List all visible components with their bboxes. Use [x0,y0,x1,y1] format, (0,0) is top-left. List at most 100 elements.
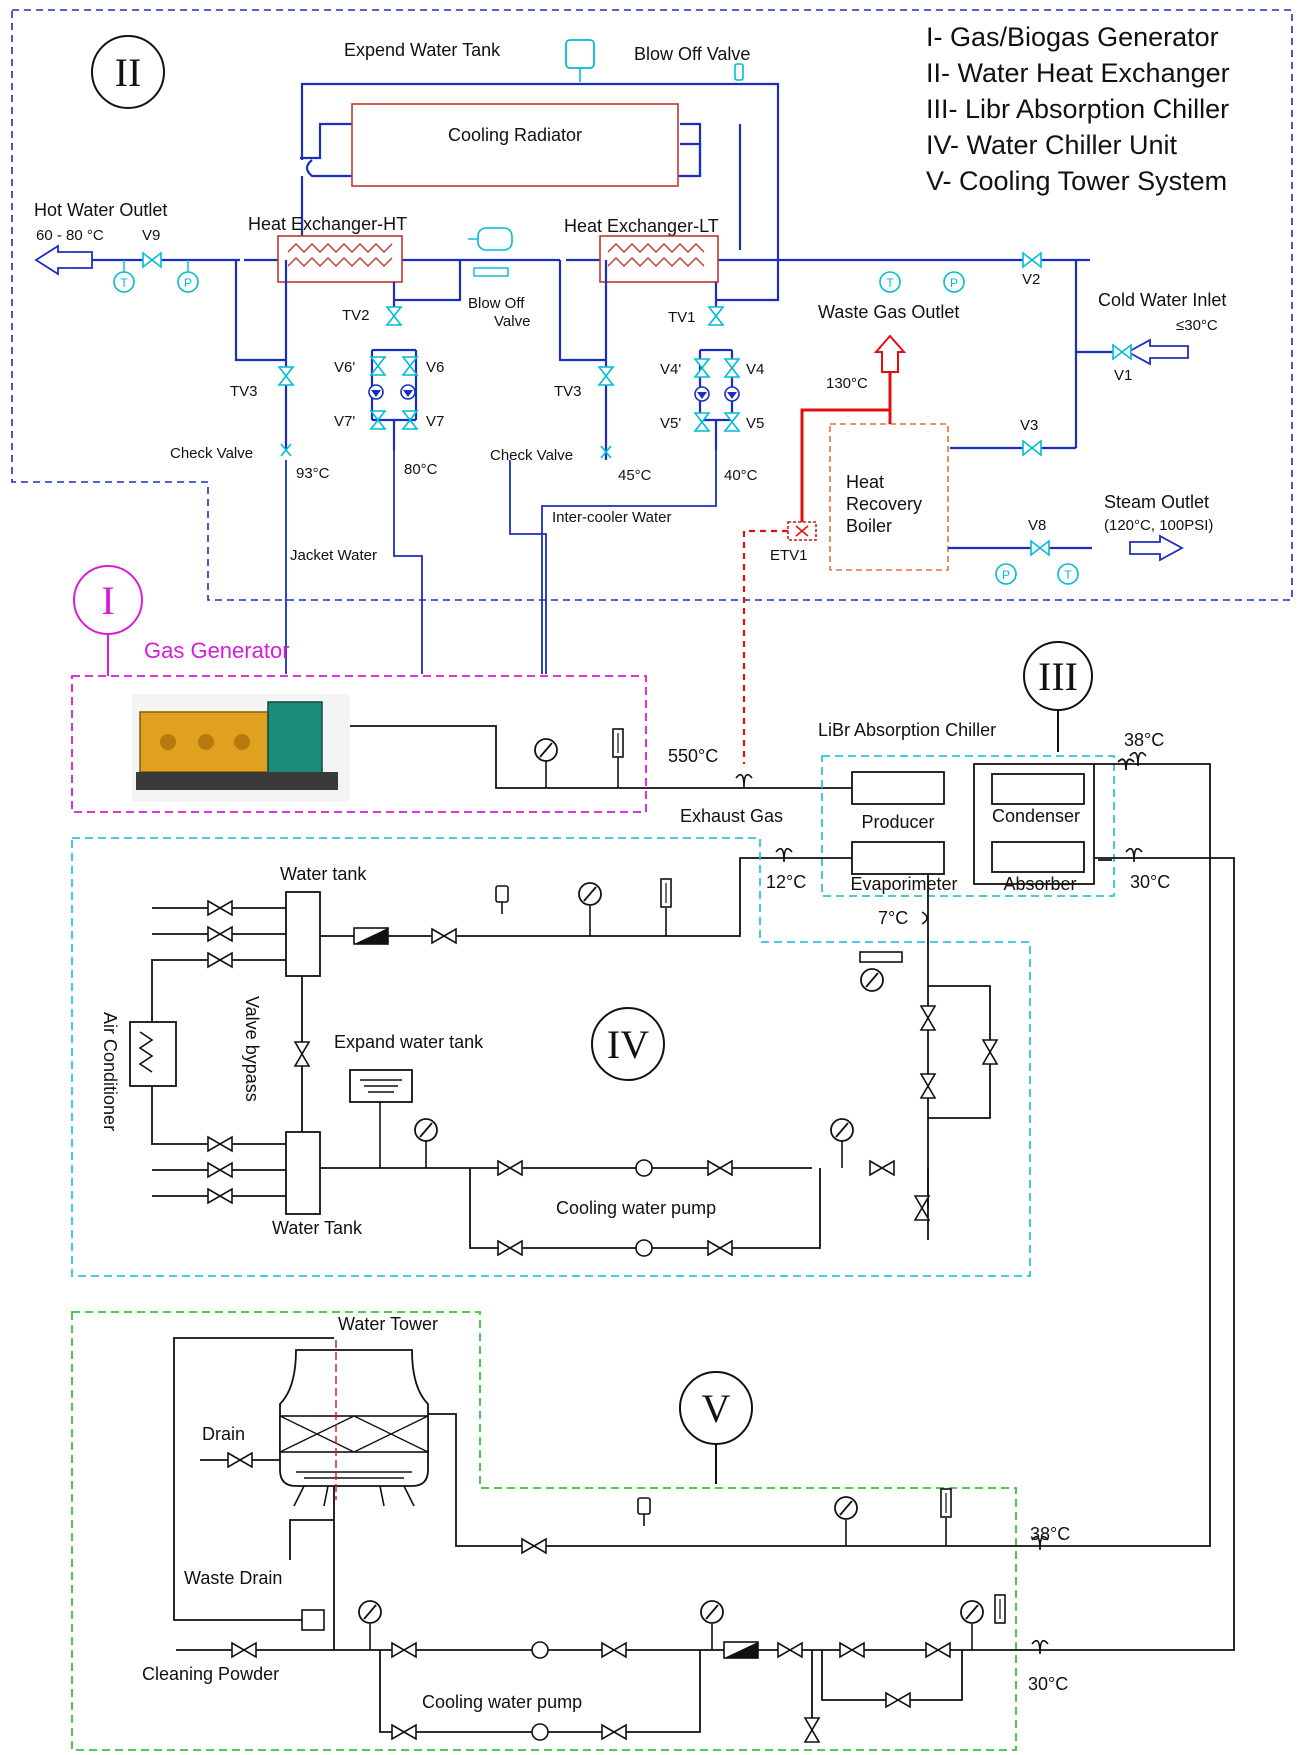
expend-water-tank-label: Expend Water Tank [344,40,501,60]
svg-text:T: T [886,276,894,290]
expand-water-tank-label: Expand water tank [334,1032,484,1052]
valve-tv3-lt[interactable] [598,366,614,386]
top-loop-pipe [300,82,780,192]
valve-icon[interactable] [431,928,457,944]
pressure-gauge-icon [414,1118,438,1142]
water-tank-top [285,891,321,977]
valve-icon[interactable] [207,926,233,942]
section-II-boundary [11,9,1293,601]
waste-drain-box [301,1609,325,1631]
valve-v5-prime[interactable] [694,412,710,432]
cold-water-temp: ≤30°C [1176,317,1218,334]
valve-v9[interactable] [142,252,162,268]
valve-v5p-label: V5' [660,415,681,432]
valve-icon[interactable] [231,1642,257,1658]
valve-icon[interactable] [207,1188,233,1204]
valve-v8[interactable] [1030,540,1050,556]
valve-icon[interactable] [869,1160,895,1176]
valve-icon[interactable] [804,1717,820,1743]
svg-text:Absorber: Absorber [1003,874,1076,894]
flow-switch-icon [495,885,509,915]
valve-v5-label: V5 [746,415,764,432]
valve-v3-label: V3 [1020,417,1038,434]
thermometer-icon [660,878,672,908]
section-IV-boundary [71,837,1031,1277]
drain-valve[interactable] [227,1452,253,1468]
thermometer-icon [994,1594,1006,1624]
valve-v8-label: V8 [1028,517,1046,534]
flange-icon [735,773,753,789]
bypass-valve[interactable] [294,1041,310,1067]
valve-v1-label: V1 [1114,367,1132,384]
valve-icon[interactable] [885,1692,911,1708]
water-tower [279,1340,429,1507]
valve-v4[interactable] [724,358,740,378]
valve-v7p-label: V7' [334,413,355,430]
valve-icon[interactable] [207,952,233,968]
valve-etv1[interactable] [787,521,817,541]
valve-v6p-label: V6' [334,359,355,376]
blow-off-small-label-2: Valve [494,313,530,330]
valve-icon[interactable] [920,1005,936,1031]
blow-off-valve-top [734,63,744,81]
valve-icon[interactable] [982,1039,998,1065]
heat-recovery-boiler: Heat Recovery Boiler [829,423,949,571]
valve-icon[interactable] [925,1642,951,1658]
hot-water-outlet-label: Hot Water Outlet [34,200,167,220]
pressure-gauge-icon [578,882,602,906]
gas-generator-image [132,694,350,802]
evaporimeter-unit: Evaporimeter [850,841,958,894]
section-I-boundary [71,675,647,813]
valve-tv3-ht-label: TV3 [230,383,258,400]
temp-gauge-icon: T [1057,563,1079,585]
gas-generator-title: Gas Generator [144,638,290,663]
pressure-gauge-icon [534,738,558,762]
libr-t-7: 7°C [878,908,908,928]
valve-icon[interactable] [920,1073,936,1099]
t-45: 45°C [618,467,652,484]
svg-text:Condenser: Condenser [992,806,1080,826]
waste-drain-label: Waste Drain [184,1568,282,1588]
svg-text:Cooling Radiator: Cooling Radiator [448,125,582,145]
valve-v5[interactable] [724,412,740,432]
strainer-icon [859,951,903,963]
svg-text:I: I [101,578,114,623]
valve-tv2[interactable] [386,306,402,326]
svg-text:Evaporimeter: Evaporimeter [850,874,957,894]
valve-tv2-label: TV2 [342,307,370,324]
valve-v3[interactable] [1022,440,1042,456]
valve-icon[interactable] [207,900,233,916]
valve-v4-label: V4 [746,361,764,378]
pump-icon [694,386,710,402]
thermometer-icon [612,728,624,758]
water-tower-label: Water Tower [338,1314,438,1334]
libr-t-38: 38°C [1124,730,1164,750]
valve-icon[interactable] [207,1162,233,1178]
valve-v4-prime[interactable] [694,358,710,378]
valve-tv1[interactable] [708,306,724,326]
t-93: 93°C [296,465,330,482]
valve-v1[interactable] [1112,344,1132,360]
valve-icon[interactable] [914,1195,930,1221]
valve-bypass-label: Valve bypass [242,996,262,1102]
svg-text:III: III [1038,654,1078,699]
t-40: 40°C [724,467,758,484]
libr-t-12: 12°C [766,872,806,892]
steam-outlet-label: Steam Outlet [1104,492,1209,512]
pressure-gauge-icon: P [177,260,199,293]
svg-text:IV: IV [607,1022,649,1067]
t-130: 130°C [826,375,868,392]
valve-v2-label: V2 [1022,271,1040,288]
valve-icon[interactable] [839,1642,865,1658]
valve-icon[interactable] [521,1538,547,1554]
legend: I- Gas/Biogas Generator II- Water Heat E… [926,22,1230,196]
valve-v2[interactable] [1022,252,1042,268]
svg-text:V: V [702,1386,731,1431]
valve-tv3-ht[interactable] [278,366,294,386]
expend-water-tank [565,39,595,82]
svg-text:Producer: Producer [861,812,934,832]
valve-icon[interactable] [207,1136,233,1152]
expansion-vessel [468,227,513,251]
valve-icon[interactable] [777,1642,803,1658]
pressure-gauge-icon: P [943,271,965,293]
